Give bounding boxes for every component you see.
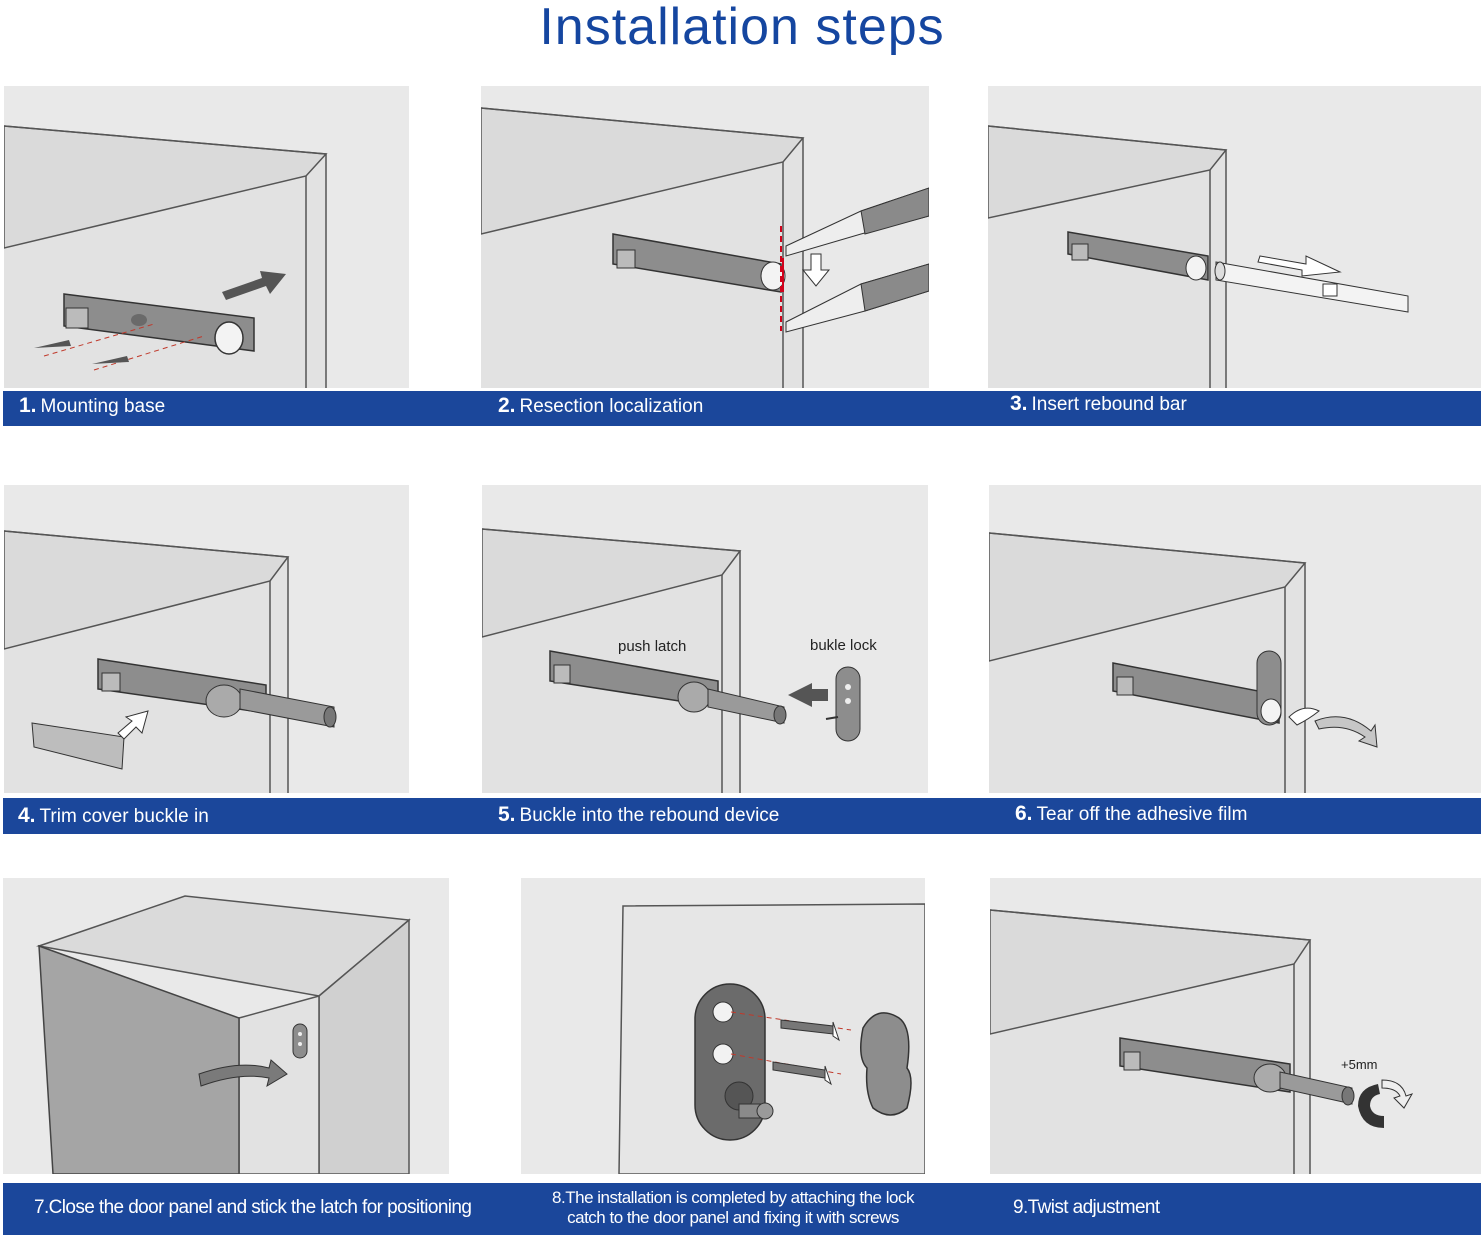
buckle-lock-icon [825, 666, 861, 742]
curved-arrow-icon [198, 1059, 288, 1088]
arrow-icon [117, 710, 149, 740]
step-9-illustration [990, 878, 1481, 1174]
step-5-illustration [482, 485, 928, 793]
step-1-illustration [4, 86, 409, 388]
step-4-illustration [4, 485, 409, 793]
step-3-illustration [988, 86, 1481, 388]
step-3-caption: 3.Insert rebound bar [1010, 392, 1187, 415]
step-1-caption: 1.Mounting base [19, 394, 166, 417]
arrow-icon [1257, 255, 1342, 277]
saw-blade-icon [785, 187, 929, 333]
arrow-icon [222, 271, 286, 300]
step-8-illustration [521, 878, 925, 1174]
twist-icon [1358, 1084, 1384, 1128]
screw-icon [34, 340, 71, 348]
latch-icon [292, 1023, 308, 1059]
step-2-caption: 2.Resection localization [498, 394, 704, 417]
step-7-caption: 7.Close the door panel and stick the lat… [34, 1197, 472, 1218]
down-arrow-icon [801, 253, 831, 287]
buckle-lock-label: bukle lock [810, 637, 877, 654]
trim-cover-icon [31, 722, 125, 770]
caption-band-row2 [3, 798, 1481, 834]
adhesive-film-icon [1288, 707, 1320, 726]
push-latch-label: push latch [618, 638, 687, 655]
mounting-base-icon [63, 293, 255, 355]
step-5-caption: 5.Buckle into the rebound device [498, 803, 780, 826]
caption-band-row3 [3, 1183, 1481, 1235]
step-7-illustration [3, 878, 449, 1174]
door-panel [38, 944, 240, 1174]
step-6-caption: 6.Tear off the adhesive film [1015, 802, 1248, 825]
step-2-illustration [481, 86, 929, 388]
step-9-caption: 9.Twist adjustment [1013, 1197, 1160, 1218]
page-title: Installation steps [539, 0, 945, 56]
curved-arrow-icon [1314, 716, 1378, 748]
screw-icon [92, 356, 129, 364]
step-6-illustration [989, 485, 1481, 793]
lock-cover-icon [860, 1012, 912, 1116]
caption-band-row1 [3, 391, 1481, 426]
step-8-caption: 8.The installation is completed by attac… [552, 1188, 914, 1227]
lock-catch-icon [694, 983, 774, 1141]
step-4-caption: 4.Trim cover buckle in [18, 804, 209, 827]
adjust-label: +5mm [1341, 1057, 1378, 1072]
arrow-icon [788, 683, 828, 707]
